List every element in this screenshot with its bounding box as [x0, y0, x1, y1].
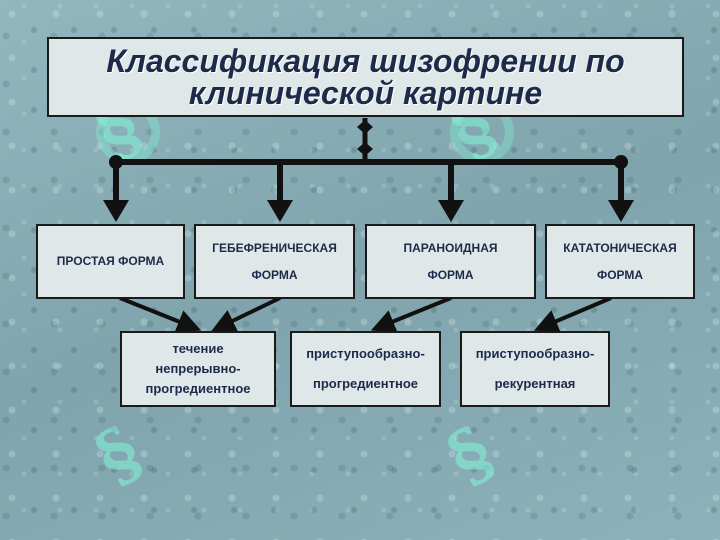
- title-line-2: клинической картине: [188, 75, 543, 111]
- course-box-continuous: течение непрерывно- прогредиентное: [120, 331, 276, 407]
- form-label: ФОРМА: [596, 267, 644, 282]
- diamond-icon: [357, 142, 373, 156]
- form-label: ФОРМА: [427, 267, 474, 282]
- form-box-simple: ПРОСТАЯ ФОРМА: [36, 224, 185, 299]
- form-box-paranoid: ПАРАНОИДНАЯ ФОРМА: [365, 224, 536, 299]
- course-label: приступообразно-: [475, 346, 595, 362]
- course-arrows: [119, 296, 612, 333]
- form-box-hebephrenic: ГЕБЕФРЕНИЧЕСКАЯ ФОРМА: [194, 224, 355, 299]
- form-label: ПРОСТАЯ ФОРМА: [56, 254, 165, 269]
- course-label: течение: [172, 340, 224, 356]
- diamond-icon: [357, 120, 373, 134]
- course-label: непрерывно-: [155, 360, 241, 376]
- form-label: КАТАТОНИЧЕСКАЯ: [563, 241, 677, 256]
- course-label: приступообразно-: [306, 346, 425, 362]
- course-label: прогредиентное: [145, 381, 251, 397]
- form-label: ГЕБЕФРЕНИЧЕСКАЯ: [212, 241, 337, 256]
- form-arrows: [103, 162, 634, 222]
- form-label: ФОРМА: [251, 267, 298, 282]
- course-box-episodic-progressive: приступообразно- прогредиентное: [290, 331, 441, 407]
- title-line-1: Классификация шизофрении по: [106, 43, 625, 79]
- course-label: рекурентная: [494, 376, 576, 391]
- form-box-catatonic: КАТАТОНИЧЕСКАЯ ФОРМА: [545, 224, 695, 299]
- form-label: ПАРАНОИДНАЯ: [403, 241, 498, 256]
- course-label: прогредиентное: [312, 376, 419, 391]
- title-box: Классификация шизофрении по клинической …: [47, 37, 684, 117]
- course-box-recurrent: приступообразно- рекурентная: [460, 331, 610, 407]
